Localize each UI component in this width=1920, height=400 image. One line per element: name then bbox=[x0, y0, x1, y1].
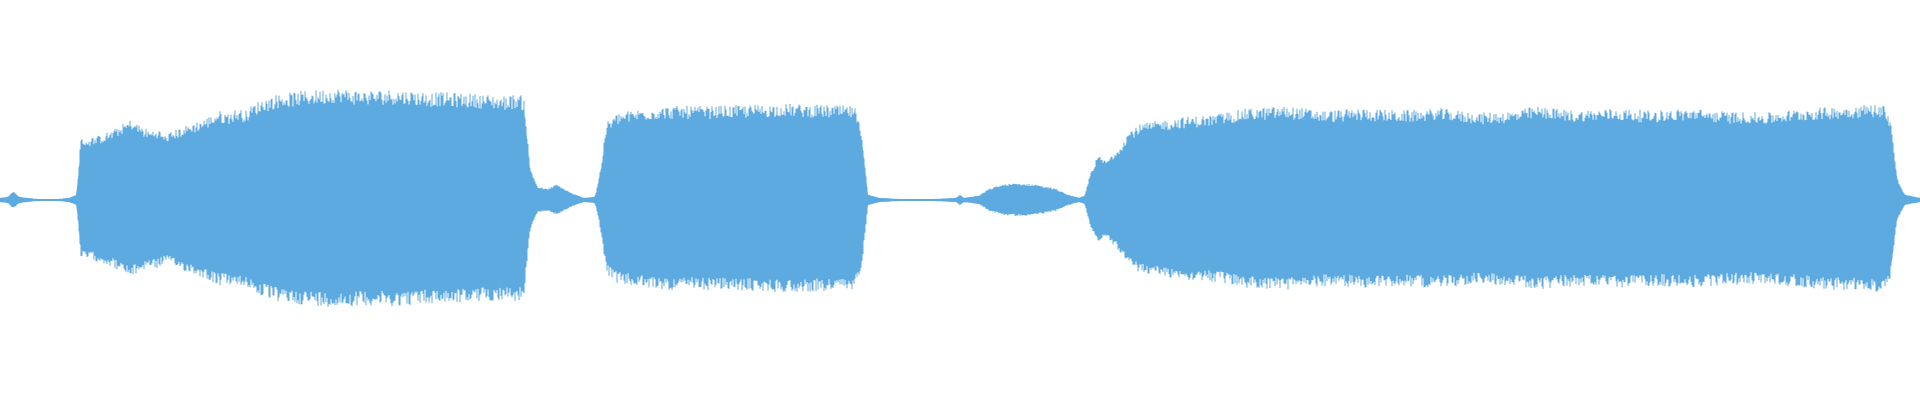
waveform-bars bbox=[0, 89, 1920, 307]
